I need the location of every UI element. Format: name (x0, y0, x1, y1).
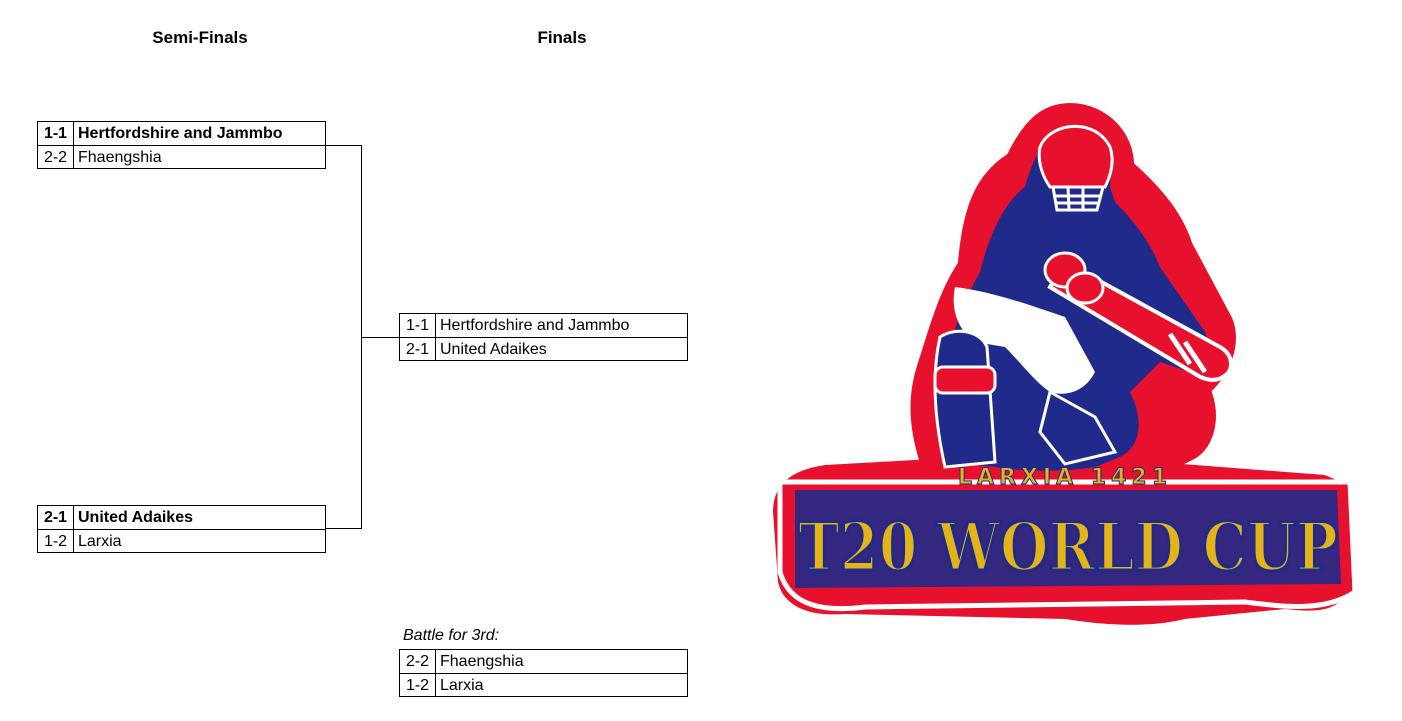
third-place-bottom-row: 1-2 Larxia (400, 673, 687, 696)
finals-header: Finals (537, 28, 587, 47)
t20-world-cup-logo: LARXIA 1421 T20 WORLD CUP (765, 92, 1365, 637)
pad-strap (933, 365, 997, 395)
bat-stripe (1182, 340, 1208, 374)
semifinal-1-bottom-row: 2-2 Fhaengshia (38, 145, 325, 168)
connector-final-horizontal (361, 337, 400, 338)
seed-label: 2-2 (400, 650, 436, 673)
helmet (1037, 124, 1114, 189)
seed-label: 1-1 (38, 122, 74, 145)
seed-label: 2-1 (400, 338, 436, 360)
glove (1065, 271, 1105, 305)
title-banner-inner (795, 490, 1341, 588)
semifinal-2-top-row: 2-1 United Adaikes (38, 506, 325, 529)
bat-stripe (1167, 332, 1193, 366)
cricket-batsman-logo-icon: LARXIA 1421 T20 WORLD CUP (766, 97, 1359, 631)
white-trousers (953, 287, 1095, 394)
seed-label: 1-2 (400, 674, 436, 696)
team-name: Fhaengshia (78, 149, 162, 166)
semifinal-2-bottom-row: 1-2 Larxia (38, 529, 325, 552)
final-match: 1-1 Hertfordshire and Jammbo 2-1 United … (399, 313, 688, 361)
semifinal-2-match: 2-1 United Adaikes 1-2 Larxia (37, 505, 326, 553)
leg-pad (933, 329, 997, 469)
seed-label: 2-1 (38, 506, 74, 529)
third-place-match: 2-2 Fhaengshia 1-2 Larxia (399, 649, 688, 697)
connector-sf2-horizontal (325, 528, 362, 529)
connector-sf1-horizontal (325, 145, 362, 146)
team-name: Larxia (78, 533, 122, 550)
team-name: Hertfordshire and Jammbo (78, 125, 283, 142)
team-name: United Adaikes (440, 341, 547, 358)
final-top-row: 1-1 Hertfordshire and Jammbo (400, 314, 687, 337)
team-name: United Adaikes (78, 509, 193, 526)
logo-title: T20 WORLD CUP (798, 508, 1338, 586)
semifinal-1-top-row: 1-1 Hertfordshire and Jammbo (38, 122, 325, 145)
seed-label: 2-2 (38, 146, 74, 168)
seed-label: 1-1 (400, 314, 436, 337)
helmet-grill (1051, 186, 1105, 212)
final-bottom-row: 2-1 United Adaikes (400, 337, 687, 360)
semifinal-1-match: 1-1 Hertfordshire and Jammbo 2-2 Fhaengs… (37, 121, 326, 169)
third-place-label: Battle for 3rd: (403, 627, 500, 644)
seed-label: 1-2 (38, 530, 74, 552)
third-place-top-row: 2-2 Fhaengshia (400, 650, 687, 673)
team-name: Fhaengshia (440, 653, 524, 670)
logo-subtitle: LARXIA 1421 (958, 465, 1172, 490)
semifinals-header: Semi-Finals (152, 28, 248, 47)
team-name: Larxia (440, 677, 484, 694)
leg-pad-right (1038, 389, 1118, 466)
team-name: Hertfordshire and Jammbo (440, 317, 630, 334)
